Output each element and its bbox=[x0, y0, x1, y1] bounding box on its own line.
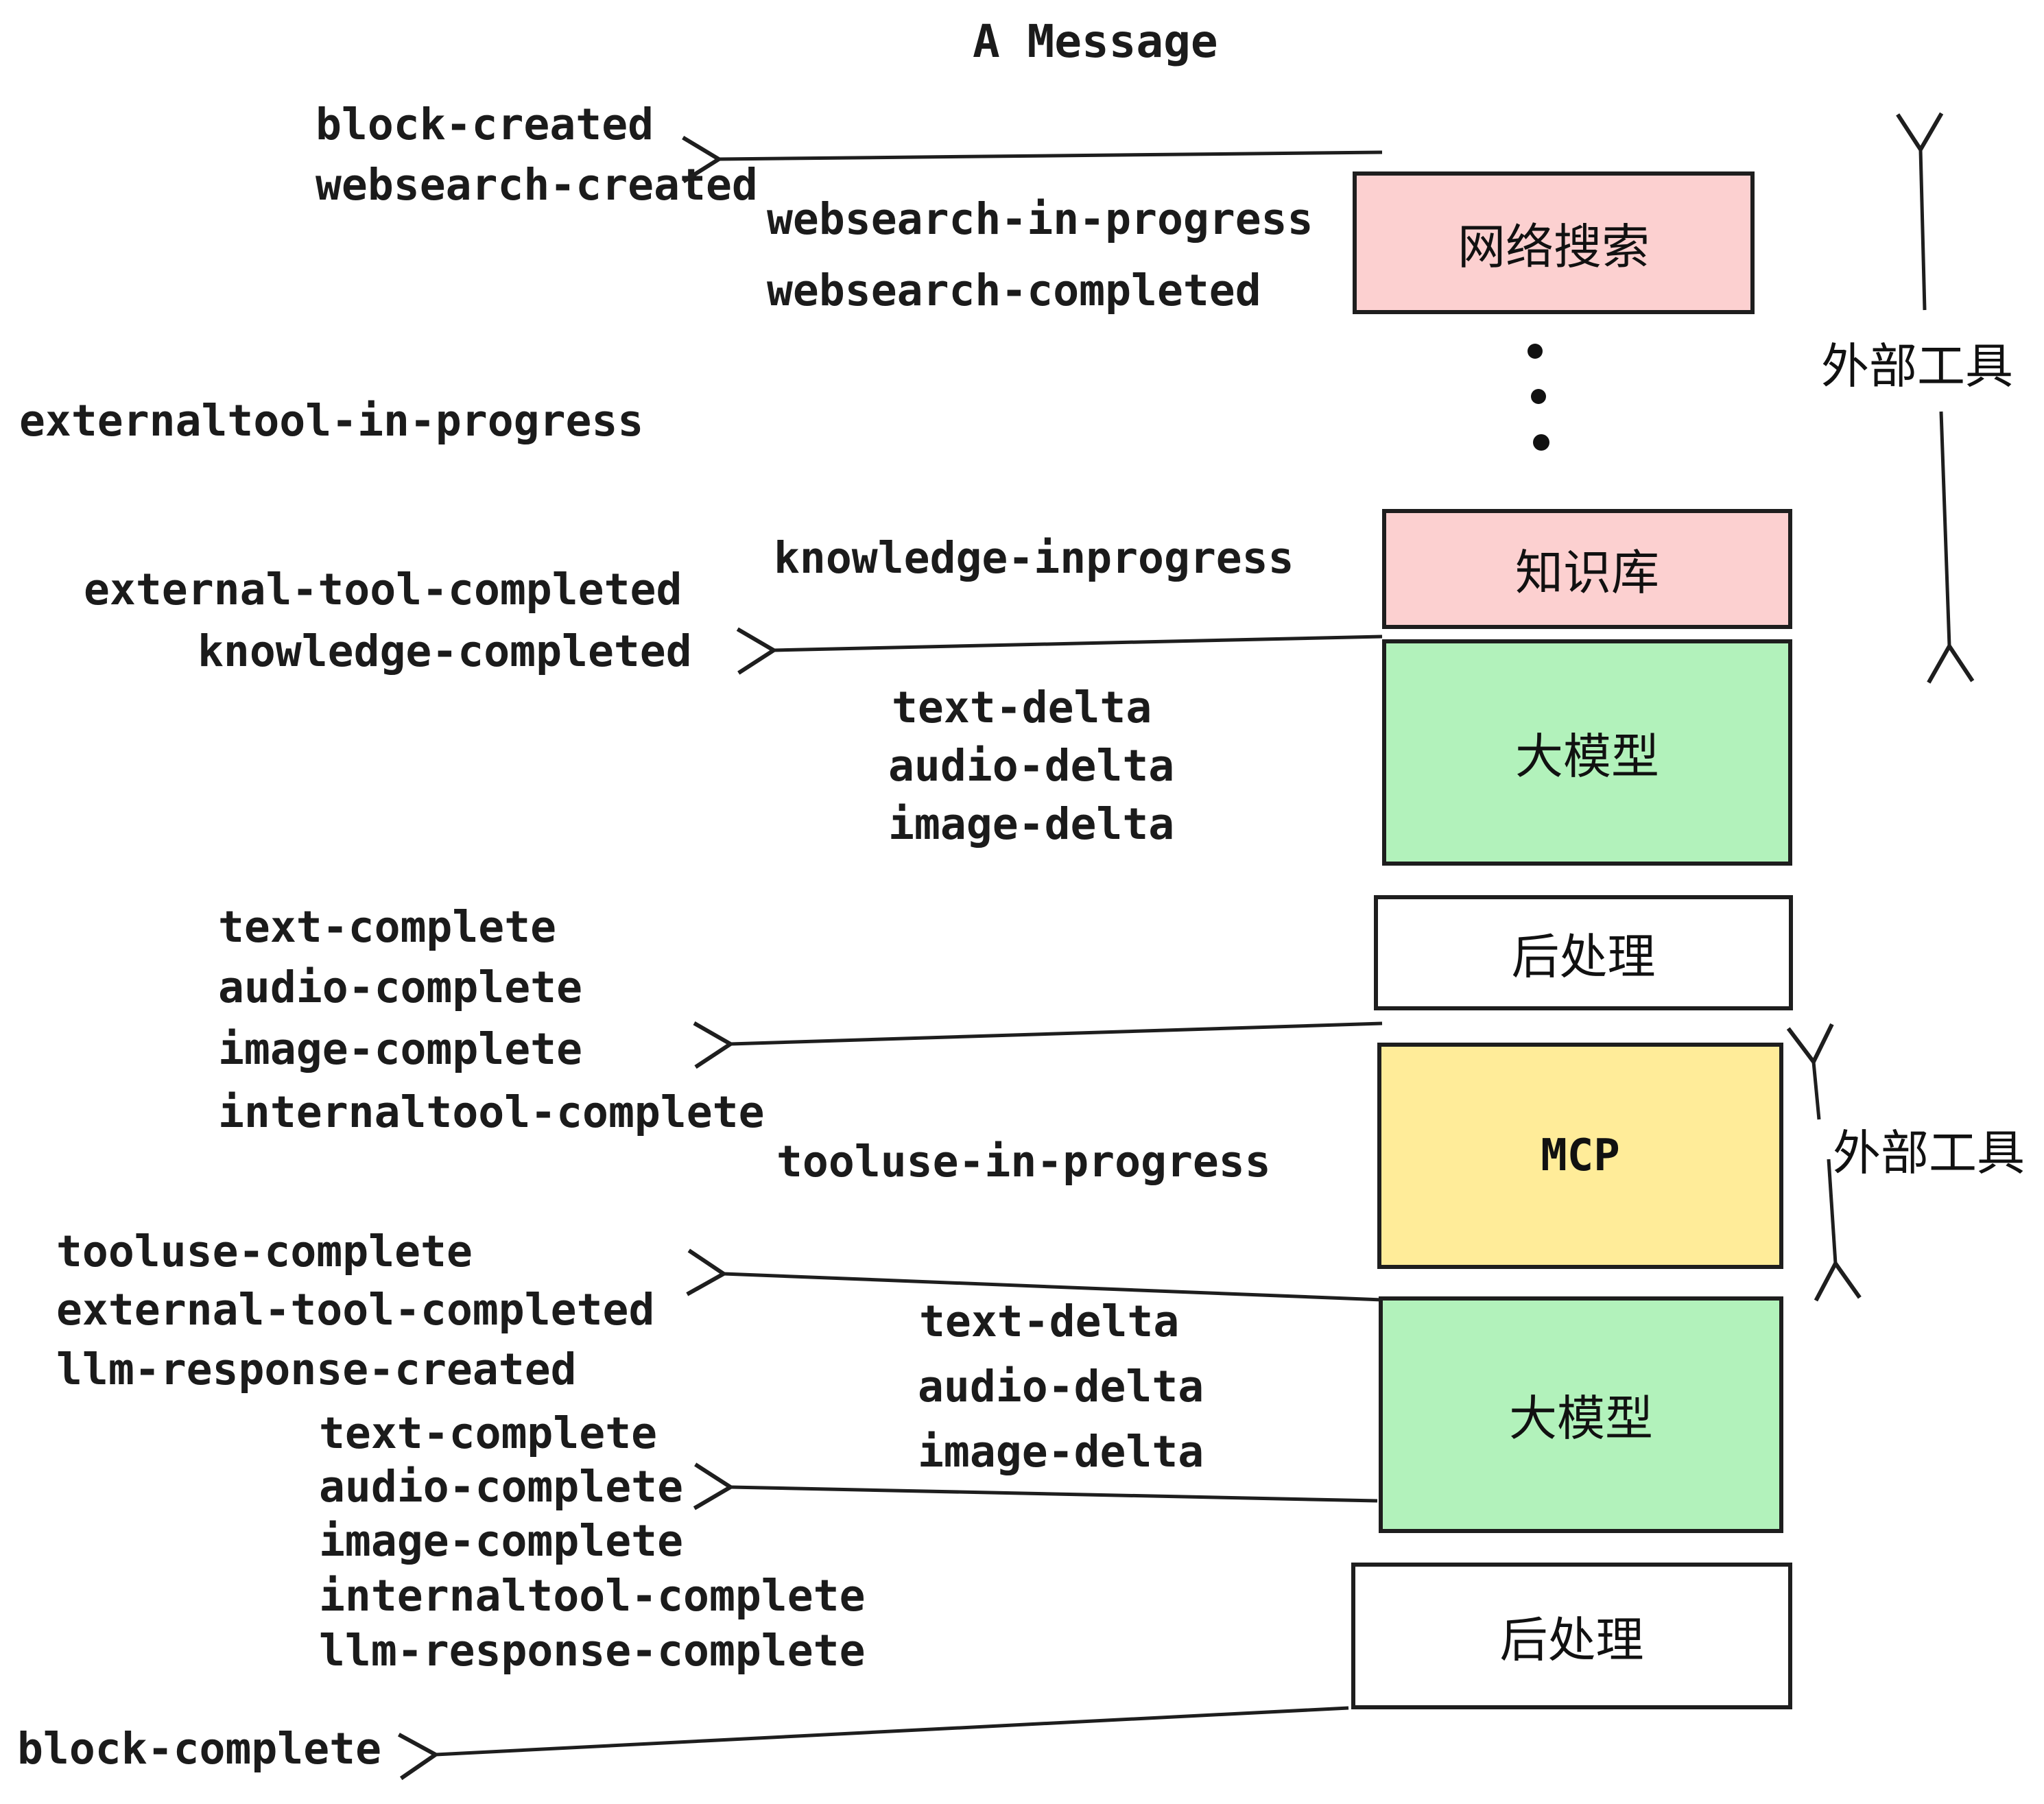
ellipsis-dot bbox=[1531, 389, 1546, 404]
event-text-delta-2: text-delta bbox=[919, 1296, 1180, 1346]
arrow-to-knowledge-completed bbox=[736, 627, 1383, 675]
box-mcp-label: MCP bbox=[1541, 1130, 1620, 1181]
arrow-to-block-complete bbox=[397, 1706, 1349, 1781]
arrow-to-image-complete bbox=[693, 1021, 1383, 1069]
event-internaltool-complete-1: internaltool-complete bbox=[218, 1087, 765, 1137]
event-text-complete-1: text-complete bbox=[218, 902, 557, 952]
event-audio-complete-2: audio-complete bbox=[319, 1462, 684, 1512]
ellipsis-dot bbox=[1528, 344, 1543, 359]
box-llm-2-label: 大模型 bbox=[1509, 1390, 1653, 1447]
event-knowledge-inprogress: knowledge-inprogress bbox=[774, 533, 1294, 583]
box-websearch-label: 网络搜索 bbox=[1458, 218, 1650, 275]
event-audio-delta-1: audio-delta bbox=[888, 741, 1175, 791]
event-llm-response-created: llm-response-created bbox=[56, 1344, 577, 1394]
event-tooluse-in-progress: tooluse-in-progress bbox=[776, 1137, 1271, 1187]
box-knowledge-label: 知识库 bbox=[1515, 545, 1659, 601]
label-external-tools-bottom: 外部工具 bbox=[1833, 1125, 2025, 1181]
box-llm-1: 大模型 bbox=[1382, 639, 1792, 866]
diagram-title: A Message bbox=[973, 15, 1218, 68]
box-websearch: 网络搜索 bbox=[1353, 171, 1755, 314]
arrow-external-tools-top-up bbox=[1896, 112, 1944, 311]
event-external-tool-completed-2: external-tool-completed bbox=[56, 1285, 655, 1335]
box-llm-2: 大模型 bbox=[1379, 1296, 1783, 1533]
box-postprocess-2: 后处理 bbox=[1351, 1563, 1792, 1709]
arrow-external-tools-bottom-up bbox=[1786, 1023, 1834, 1120]
event-llm-response-complete: llm-response-complete bbox=[319, 1626, 866, 1676]
event-external-tool-completed-1: external-tool-completed bbox=[84, 565, 682, 615]
box-postprocess-1: 后处理 bbox=[1374, 895, 1793, 1010]
event-websearch-completed: websearch-completed bbox=[767, 265, 1261, 316]
event-tooluse-complete: tooluse-complete bbox=[56, 1226, 473, 1277]
box-postprocess-2-label: 后处理 bbox=[1499, 1611, 1644, 1668]
event-image-delta-2: image-delta bbox=[918, 1427, 1204, 1477]
event-text-complete-2: text-complete bbox=[319, 1408, 658, 1458]
event-externaltool-in-progress: externaltool-in-progress bbox=[19, 396, 644, 446]
event-audio-delta-2: audio-delta bbox=[918, 1362, 1204, 1412]
event-text-delta-1: text-delta bbox=[892, 683, 1152, 733]
event-websearch-created: websearch-created bbox=[316, 160, 758, 210]
event-audio-complete-1: audio-complete bbox=[218, 962, 583, 1012]
arrow-to-audio-complete bbox=[693, 1462, 1378, 1510]
event-knowledge-completed: knowledge-completed bbox=[198, 626, 692, 676]
event-block-complete: block-complete bbox=[17, 1724, 382, 1774]
box-llm-1-label: 大模型 bbox=[1515, 728, 1659, 785]
event-image-complete-2: image-complete bbox=[319, 1516, 684, 1566]
ellipsis-dot bbox=[1533, 434, 1549, 451]
event-websearch-in-progress: websearch-in-progress bbox=[767, 194, 1314, 244]
box-knowledge: 知识库 bbox=[1382, 509, 1792, 629]
box-mcp: MCP bbox=[1377, 1043, 1783, 1269]
arrow-to-block-created bbox=[682, 135, 1383, 184]
box-postprocess-1-label: 后处理 bbox=[1511, 928, 1656, 985]
event-image-complete-1: image-complete bbox=[218, 1024, 583, 1074]
event-internaltool-complete-2: internaltool-complete bbox=[319, 1571, 866, 1621]
event-image-delta-1: image-delta bbox=[888, 799, 1175, 849]
arrow-external-tools-top-down bbox=[1927, 411, 1975, 684]
event-block-created: block-created bbox=[316, 99, 654, 150]
label-external-tools-top: 外部工具 bbox=[1821, 338, 2013, 394]
